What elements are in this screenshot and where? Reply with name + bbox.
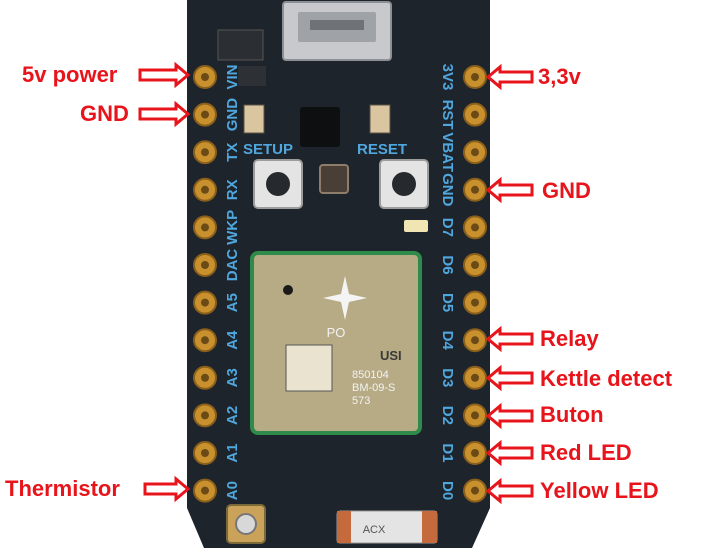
callout-yellow-led: Yellow LED <box>540 478 659 503</box>
datamatrix-code <box>285 344 333 392</box>
power-chip <box>300 107 340 147</box>
arrow-right-icon <box>138 61 191 89</box>
arrow-left-icon <box>485 477 534 505</box>
arrow-left-icon <box>485 176 534 204</box>
left-pin-label: TX <box>224 143 241 162</box>
arrow-left-icon <box>485 439 534 467</box>
arrow-right-icon <box>143 475 191 503</box>
left-pin-label: GND <box>224 98 241 132</box>
right-pin-label: RST <box>439 100 456 130</box>
reset-label: RESET <box>357 141 407 158</box>
callout-gnd-right: GND <box>542 178 591 203</box>
right-pin-label: D7 <box>439 218 456 237</box>
module-brand: USI <box>380 348 402 363</box>
right-pin-label: D3 <box>439 368 456 387</box>
arrow-left-icon <box>485 325 534 353</box>
callout-gnd-left: GND <box>80 101 129 126</box>
callout-thermistor: Thermistor <box>5 476 120 501</box>
left-pin-label: VIN <box>224 64 241 89</box>
d7-led <box>404 220 428 232</box>
left-pin-label: A0 <box>224 481 241 500</box>
left-pin-label: A4 <box>224 330 241 350</box>
wifi-module <box>250 251 422 435</box>
module-name: PO <box>327 325 346 340</box>
arrow-right-icon <box>138 100 191 128</box>
right-pin-label: D6 <box>439 255 456 274</box>
callout-relay: Relay <box>540 326 599 351</box>
setup-label: SETUP <box>243 141 293 158</box>
right-pin-label: D1 <box>439 443 456 462</box>
left-pin-label: A1 <box>224 443 241 462</box>
left-pin-label: A5 <box>224 293 241 312</box>
right-pin-label: VBAT <box>439 132 456 172</box>
arrow-left-icon <box>485 402 534 430</box>
right-pin-label: D4 <box>439 331 456 351</box>
left-pin-label: DAC <box>224 249 241 282</box>
left-pin-label: A3 <box>224 368 241 387</box>
callout-5v-power: 5v power <box>22 62 118 87</box>
callout-buton: Buton <box>540 402 604 427</box>
right-pin-label: D0 <box>439 481 456 500</box>
arrow-left-icon <box>485 63 534 91</box>
left-pin-label: WKP <box>224 210 241 245</box>
left-pin-label: RX <box>224 179 241 200</box>
callout-kettle-detect: Kettle detect <box>540 366 673 391</box>
particle-star-icon <box>323 276 367 320</box>
module-code2: BM-09-S <box>352 382 395 394</box>
right-pin-label: 3V3 <box>439 64 456 91</box>
right-pin-label: GND <box>439 173 456 207</box>
right-pin-label: D2 <box>439 406 456 425</box>
module-code3: 573 <box>352 395 370 407</box>
callout-red-led: Red LED <box>540 440 632 465</box>
antenna-label: ACX <box>363 524 386 536</box>
rgb-led <box>319 164 349 194</box>
left-pin-label: A2 <box>224 406 241 425</box>
arrow-left-icon <box>485 364 534 392</box>
regulator-chip <box>217 29 264 61</box>
module-code1: 850104 <box>352 369 389 381</box>
right-pin-label: D5 <box>439 293 456 312</box>
callout-3v3: 3,3v <box>538 64 581 89</box>
